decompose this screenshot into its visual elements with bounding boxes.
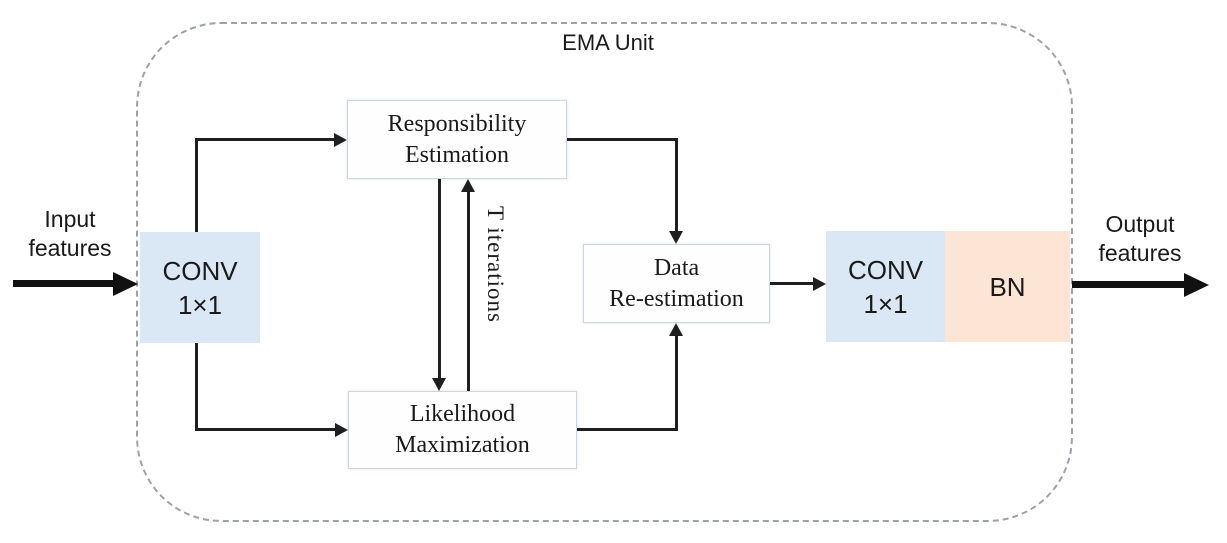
bn-label: BN bbox=[989, 271, 1026, 302]
responsibility-line1: Responsibility bbox=[387, 110, 527, 137]
node-conv-input: CONV 1×1 bbox=[140, 232, 260, 343]
input-arrow-icon bbox=[113, 272, 138, 296]
connector-to-likelihood bbox=[195, 428, 336, 431]
arrow-into-convout-icon bbox=[813, 277, 826, 291]
connector-responsibility-down bbox=[675, 138, 678, 232]
connector-convin-up bbox=[195, 139, 198, 232]
iteration-arrow-up-icon bbox=[461, 179, 475, 192]
node-conv-output: CONV 1×1 bbox=[826, 231, 945, 342]
connector-responsibility-right bbox=[567, 138, 678, 141]
connector-to-responsibility bbox=[195, 138, 335, 141]
connector-datare-right bbox=[770, 282, 815, 285]
output-features-label: Output features bbox=[1080, 210, 1200, 268]
node-bn: BN bbox=[945, 231, 1070, 342]
diagram-title: EMA Unit bbox=[562, 30, 654, 55]
likelihood-line2: Maximization bbox=[395, 432, 530, 458]
iteration-arrow-up-line bbox=[467, 191, 470, 391]
arrow-into-responsibility-icon bbox=[334, 133, 347, 147]
input-arrow-shaft bbox=[13, 280, 115, 287]
connector-likelihood-up bbox=[675, 335, 678, 431]
datare-line2: Re-estimation bbox=[609, 285, 744, 312]
likelihood-line1: Likelihood bbox=[409, 401, 516, 427]
input-label-line2: features bbox=[28, 235, 112, 261]
responsibility-line2: Estimation bbox=[405, 141, 509, 168]
arrow-into-likelihood-icon bbox=[335, 423, 348, 437]
input-features-label: Input features bbox=[10, 205, 130, 263]
connector-convin-down bbox=[195, 343, 198, 431]
output-arrow-shaft bbox=[1072, 281, 1186, 288]
connector-likelihood-right bbox=[577, 428, 678, 431]
iterations-label: T iterations bbox=[483, 206, 508, 323]
input-label-line1: Input bbox=[44, 206, 96, 232]
output-label-line1: Output bbox=[1105, 211, 1175, 237]
arrow-into-datare-bottom-icon bbox=[669, 323, 683, 336]
conv-output-line2: 1×1 bbox=[863, 288, 908, 319]
node-likelihood-maximization: Likelihood Maximization bbox=[348, 391, 577, 469]
arrow-into-datare-top-icon bbox=[669, 231, 683, 244]
node-responsibility-estimation: Responsibility Estimation bbox=[347, 100, 567, 179]
conv-output-line1: CONV bbox=[847, 254, 924, 285]
node-data-reestimation: Data Re-estimation bbox=[583, 244, 770, 323]
datare-line1: Data bbox=[653, 254, 700, 281]
iteration-arrow-down-icon bbox=[432, 378, 446, 391]
conv-input-line2: 1×1 bbox=[177, 289, 223, 320]
iteration-arrow-down-line bbox=[438, 179, 441, 379]
conv-input-line1: CONV bbox=[162, 255, 238, 286]
output-label-line2: features bbox=[1098, 240, 1182, 266]
output-arrow-icon bbox=[1184, 273, 1209, 297]
